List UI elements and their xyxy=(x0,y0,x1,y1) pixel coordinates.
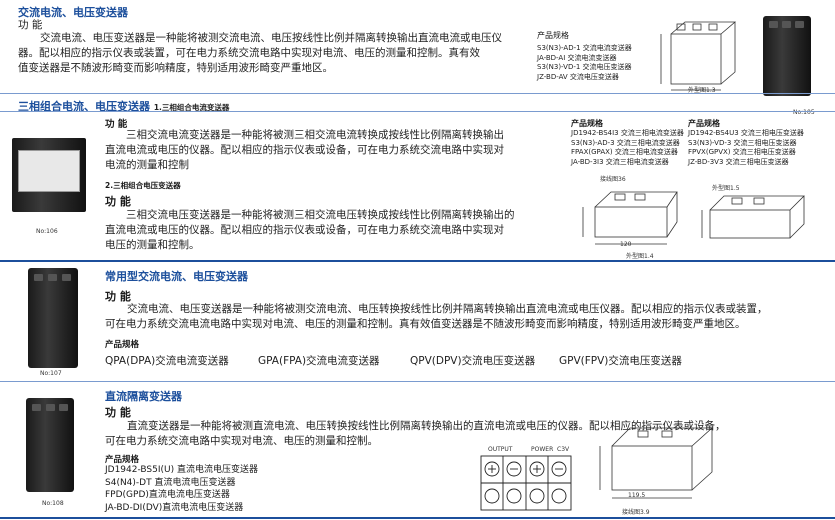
section2-title-text: 三相组合电流、电压变送器 xyxy=(18,100,150,113)
section2-function-label: 功 能 xyxy=(105,119,128,130)
section2-spec-title-a: 产品规格 xyxy=(571,119,603,128)
outline-drawing-1-4-label: 外型图1.4 xyxy=(626,253,654,260)
section1-spec-list: S3(N3)-AD-1 交流电流变送器 JA-BD-AI 交流电流变送器 S3(… xyxy=(537,44,632,82)
spec-item: JA-BD-3I3 交流三相电流变送器 xyxy=(571,157,669,166)
device-number-108: No:108 xyxy=(42,500,64,507)
section4-spec-list: JD1942-BS5I(U) 直流电流电压变送器 S4(N4)-DT 直流电流电… xyxy=(105,464,258,514)
section2-text1-line3: 电流的测量和控制 xyxy=(105,159,189,171)
section2-sub2: 2.三相组合电压变送器 xyxy=(105,181,181,190)
spec-item: JD1942-BS5I(U) 直流电流电压变送器 xyxy=(105,465,258,475)
section3-title: 常用型交流电流、电压变送器 xyxy=(105,270,248,283)
spec-item: QPV(DPV)交流电压变送器 xyxy=(410,355,536,367)
outline-drawing-1-3 xyxy=(660,21,737,91)
spec-item: S3(N3)-AD-1 交流电流变送器 xyxy=(537,44,632,52)
section2-title: 三相组合电流、电压变送器 1.三相组合电流变送器 xyxy=(18,98,229,114)
section2-function-label2: 功 能 xyxy=(105,195,131,208)
spec-item: JZ-BD-AV 交流电压变送器 xyxy=(537,72,619,81)
section1-title: 交流电流、电压变送器 xyxy=(18,6,128,19)
section4-text-line2: 可在电力系统交流电路中实现对电流、电压的测量和控制。 xyxy=(105,435,378,447)
section4-function-label: 功 能 xyxy=(105,406,131,419)
section2-text1-line2: 直流电流或电压的仪器。配以相应的指示仪表或设备，可在电力系统交流电路中实现对 xyxy=(105,144,504,156)
terminal-power-label: POWER xyxy=(531,446,554,453)
section3-text-line1: 交流电流、电压变送器是一种能将被测交流电流、电压转换按线性比例并隔离转换输出直流… xyxy=(127,303,768,315)
terminal-c-label: C3V xyxy=(557,446,570,453)
spec-item: FPVX(GPVX) 交流三相电压变送器 xyxy=(688,148,796,156)
section2-text2-line2: 直流电流或电压的仪器。配以相应的指示仪表或设备，可在电力系统交流电路中实现对 xyxy=(105,224,504,236)
spec-item: S3(N3)-AD-3 交流三相电流变送器 xyxy=(571,138,680,147)
spec-item: JA-BD-AI 交流电流变送器 xyxy=(537,53,617,62)
dimension-120: 120 xyxy=(620,241,632,248)
outline-drawing-1-4 xyxy=(582,191,678,245)
terminal-icon xyxy=(769,21,778,28)
spec-item: JA-BD-DI(DV)直流电流电压变送器 xyxy=(105,502,244,513)
section1-function-label: 功 能 xyxy=(18,19,43,31)
device-number-107: No:107 xyxy=(40,370,62,377)
outline-drawing-3-9-label: 接线图3.9 xyxy=(622,509,650,516)
dimension-119-5: 119.5 xyxy=(628,492,646,499)
spec-item: JD1942-BS4I3 交流三相电流变送器 xyxy=(571,129,684,137)
terminal-icon xyxy=(46,404,55,411)
section-divider xyxy=(0,381,835,382)
section2-spec-list-b: JD1942-BS4U3 交流三相电压变送器 S3(N3)-VD-3 交流三相电… xyxy=(688,129,804,167)
terminal-icon xyxy=(32,404,41,411)
spec-item: FPD(GPD)直流电流电压变送器 xyxy=(105,490,230,500)
section-divider xyxy=(0,93,835,94)
section4-spec-title: 产品规格 xyxy=(105,455,140,465)
spec-item: S3(N3)-VD-3 交流三相电压变送器 xyxy=(688,138,797,147)
section2-text1-line1: 三相交流电流变送器是一种能将被测三相交流电流转换成按线性比例隔离转换输出 xyxy=(126,129,504,141)
section3-spec-title: 产品规格 xyxy=(105,340,140,350)
spec-item: FPAX(GPAX) 交流三相电流变送器 xyxy=(571,148,678,156)
spec-item: JZ-BD-3V3 交流三相电压变送器 xyxy=(688,157,789,166)
terminal-icon xyxy=(48,274,57,281)
terminal-icon xyxy=(34,274,43,281)
outline-drawing-1-5-label: 外型图1.5 xyxy=(712,185,740,192)
device-photo-105 xyxy=(763,16,811,96)
device-photo-108 xyxy=(26,398,74,492)
outline-drawing-1-3-label: 外型图1.3 xyxy=(688,87,716,94)
section-divider xyxy=(0,260,835,262)
device-photo-107 xyxy=(28,268,78,368)
spec-item: S3(N3)-VD-1 交流电压变送器 xyxy=(537,63,632,71)
wiring-diagram-36-label: 接线图36 xyxy=(600,176,626,183)
spec-item: JD1942-BS4U3 交流三相电压变送器 xyxy=(688,129,804,137)
spec-item: GPV(FPV)交流电压变送器 xyxy=(559,355,682,367)
section1-text-line3: 值变送器是不随波形畸变而影响精度，特别适用波形畸变严重地区。 xyxy=(18,62,333,74)
spec-item: QPA(DPA)交流电流变送器 xyxy=(105,355,229,367)
terminal-block-diagram xyxy=(480,455,572,511)
device-number-106: No:106 xyxy=(36,228,58,235)
section2-text2-line3: 电压的测量和控制。 xyxy=(105,239,200,251)
terminal-icon xyxy=(59,404,68,411)
device-faceplate xyxy=(18,150,80,192)
spec-item: S4(N4)-DT 直流电流电压变送器 xyxy=(105,477,236,488)
terminal-output-label: OUTPUT xyxy=(488,446,513,453)
section2-spec-list-a: JD1942-BS4I3 交流三相电流变送器 S3(N3)-AD-3 交流三相电… xyxy=(571,129,684,167)
terminal-icon xyxy=(782,21,791,28)
section2-sub1: 1.三相组合电流变送器 xyxy=(153,103,230,112)
section-divider xyxy=(0,517,835,519)
terminal-icon xyxy=(795,21,804,28)
device-photo-106 xyxy=(12,138,86,212)
section4-title: 直流隔离变送器 xyxy=(105,390,182,403)
section4-text-line1: 直流变送器是一种能将被测直流电流、电压转换按线性比例隔离转换输出的直流电流或电压… xyxy=(127,420,726,432)
section1-text-line2: 器。配以相应的指示仪表或装置，可在电力系统交流电路中实现对电流、电压的测量和控制… xyxy=(18,47,480,59)
outline-drawing-1-5 xyxy=(701,195,805,239)
section3-function-label: 功 能 xyxy=(105,290,131,303)
section-divider xyxy=(0,111,835,112)
section2-text2-line1: 三相交流电压变送器是一种能将被测三相交流电压转换成按线性比例隔离转换输出的 xyxy=(126,209,515,221)
section1-spec-title: 产品规格 xyxy=(537,31,569,40)
spec-item: GPA(FPA)交流电流变送器 xyxy=(258,355,380,367)
terminal-icon xyxy=(62,274,71,281)
section1-text-line1: 交流电流、电压变送器是一种能将被测交流电流、电压按线性比例并隔离转换输出直流电流… xyxy=(40,32,502,44)
outline-drawing-3-9 xyxy=(599,427,714,499)
section3-text-line2: 可在电力系统交流电流电路中实现对电流、电压的测量和控制。真有效值变送器是不随波形… xyxy=(105,318,746,330)
section2-spec-title-b: 产品规格 xyxy=(688,119,720,128)
device-number-105: No:105 xyxy=(793,109,815,116)
